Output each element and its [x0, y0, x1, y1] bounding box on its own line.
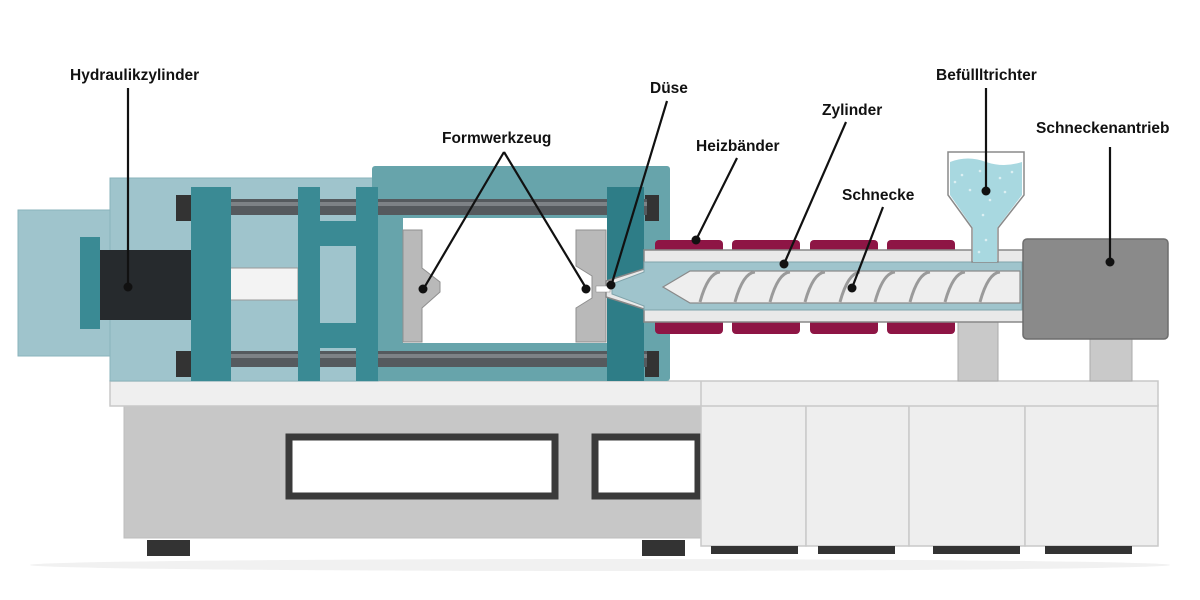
screw-flights	[698, 270, 1001, 303]
injection-unit	[595, 151, 1169, 382]
foot-6	[1045, 546, 1132, 554]
leader-heizbaender	[695, 157, 738, 241]
leader-dots	[123, 186, 1115, 294]
barrel-support	[957, 317, 999, 382]
floor-shadow	[30, 559, 1170, 571]
labels: Hydraulikzylinder Formwerkzeug Düse Heiz…	[70, 67, 1170, 204]
leader-zylinder	[782, 121, 848, 265]
base-top-strip	[109, 380, 1159, 407]
cabinet-1	[700, 404, 807, 547]
tie-bar-bottom	[192, 351, 647, 367]
base-window-right	[591, 433, 702, 500]
label-hydraulikzylinder: Hydraulikzylinder	[70, 67, 199, 84]
leader-formwerkzeug-right	[503, 151, 587, 289]
leader-schnecke	[850, 206, 885, 289]
label-schneckenantrieb: Schneckenantrieb	[1036, 120, 1170, 137]
moving-platen-right	[356, 187, 378, 381]
leader-lines	[126, 88, 1112, 289]
clamping-unit	[17, 166, 670, 382]
leader-duese	[610, 100, 669, 284]
hopper-granulate	[950, 158, 1022, 262]
label-heizbaender: Heizbänder	[696, 138, 780, 155]
hydraulic-piston	[100, 250, 192, 320]
screw-drive-motor	[1022, 238, 1169, 340]
screw	[661, 270, 1021, 304]
label-schnecke: Schnecke	[842, 187, 915, 204]
label-formwerkzeug: Formwerkzeug	[442, 130, 551, 147]
label-duese: Düse	[650, 80, 688, 97]
cabinet-2	[805, 404, 910, 547]
label-befuelltrichter: Befüllltrichter	[936, 67, 1037, 84]
machine-base	[109, 380, 1159, 556]
rear-platen	[191, 187, 231, 381]
cabinet-3	[908, 404, 1026, 547]
base-window-left	[285, 433, 559, 500]
foot-1	[147, 540, 190, 556]
foot-4	[818, 546, 895, 554]
cabinet-4	[1024, 404, 1159, 547]
foot-2	[642, 540, 685, 556]
mold-half-right	[575, 229, 607, 343]
foot-5	[933, 546, 1020, 554]
piston-rod	[229, 267, 299, 301]
moving-platen-left	[298, 187, 320, 381]
tie-bar-top	[192, 199, 647, 215]
label-zylinder: Zylinder	[822, 102, 882, 119]
leader-formwerkzeug-left	[423, 151, 505, 289]
motor-support	[1089, 337, 1133, 382]
hydraulic-cylinder-body	[80, 237, 100, 329]
foot-3	[711, 546, 798, 554]
